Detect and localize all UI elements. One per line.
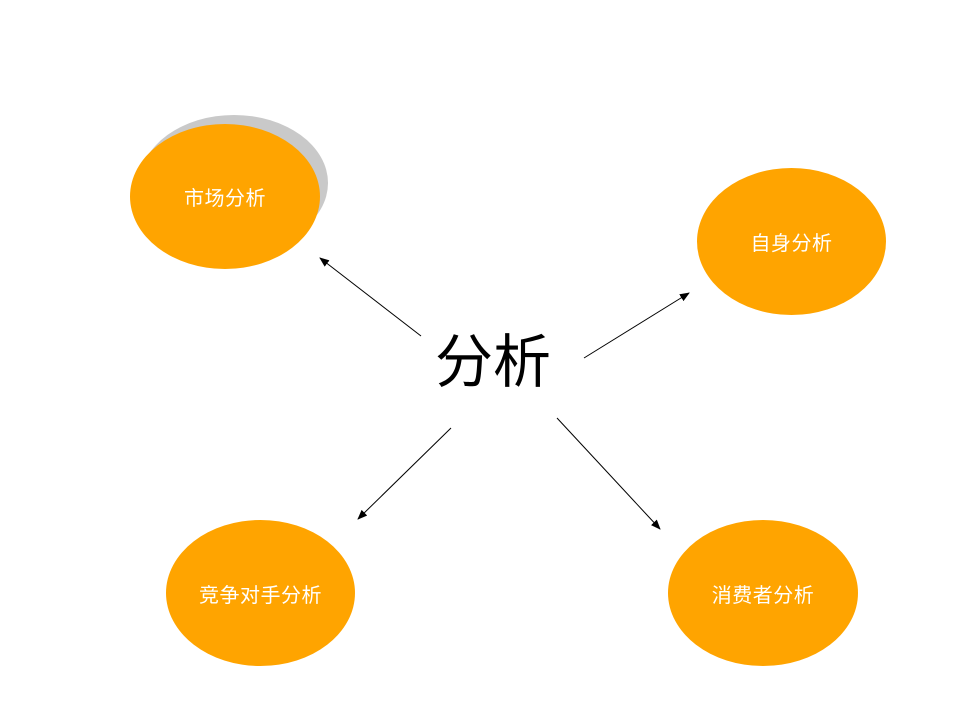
center-analysis-title: 分析 (434, 328, 551, 396)
self-analysis-node: 自身分析 (697, 168, 886, 315)
competitor-analysis-node: 竞争对手分析 (166, 520, 355, 666)
competitor-analysis-label: 竞争对手分析 (199, 582, 322, 607)
self-analysis-label: 自身分析 (750, 231, 833, 255)
market-analysis-node: 市场分析 (130, 124, 320, 269)
arrow-to-consumer (556, 417, 661, 530)
arrow-to-self (583, 292, 690, 359)
consumer-analysis-label: 消费者分析 (711, 582, 815, 607)
arrow-to-market (319, 257, 422, 337)
market-analysis-label: 市场分析 (184, 186, 266, 210)
consumer-analysis-node: 消费者分析 (668, 520, 858, 666)
arrow-to-competitor (357, 427, 452, 520)
